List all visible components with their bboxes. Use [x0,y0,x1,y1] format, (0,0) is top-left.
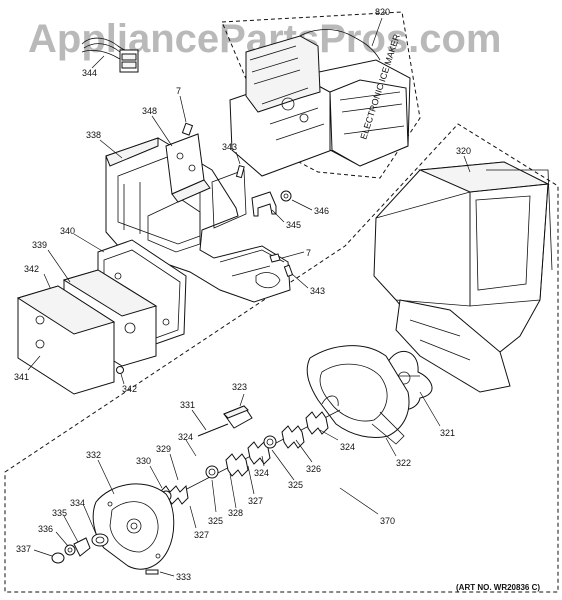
callout-331: 331 [180,400,195,410]
leader-348 [151,115,173,147]
leader-329 [169,453,179,481]
callout-336: 336 [38,524,53,534]
callout-7b: 7 [306,248,311,258]
leader-326 [295,439,313,463]
callout-320: 320 [456,146,471,156]
dispenser-group-outline [4,123,559,593]
leader-320 [463,155,471,173]
electronic-ice-maker[interactable]: ELECTRONIC ICE MAKER [229,29,411,177]
leader-324c [319,429,339,441]
leader-332 [97,459,115,495]
leader-342b [120,373,125,385]
leader-324a [185,439,197,457]
small-bracket[interactable] [251,191,277,217]
callout-324b: 324 [254,468,269,478]
screw-333[interactable] [145,569,159,575]
leader-370 [339,487,379,515]
nut[interactable] [280,190,292,202]
leader-323 [239,393,245,407]
clip-lower[interactable] [283,264,294,278]
screw-lower[interactable] [269,253,281,263]
callout-338: 338 [86,130,101,140]
leader-337 [33,549,53,557]
motor-mount-plate[interactable] [92,483,175,570]
solenoid[interactable] [223,405,253,429]
screw-top[interactable] [181,122,194,136]
leader-345 [271,209,285,223]
art-number: (ART NO. WR20836 C) [456,583,540,592]
leader-344 [91,55,105,69]
leader-343a [235,151,241,165]
callout-323: 323 [232,382,247,392]
hex-nut[interactable] [64,544,76,556]
leader-331 [191,409,207,431]
callout-344: 344 [82,68,97,78]
leader-328 [229,473,237,509]
callout-345: 345 [286,220,301,230]
leader-327a [189,505,197,529]
leader-325a [211,479,217,513]
callout-342a: 342 [24,264,39,274]
callout-343a: 343 [222,142,237,152]
bushing[interactable] [73,537,91,557]
leader-324b [261,455,265,467]
leader-335 [63,515,79,543]
callout-330: 330 [136,456,151,466]
leader-321 [419,391,441,427]
leader-325b [271,449,295,481]
callout-324c: 324 [340,442,355,452]
callout-342b: 342 [122,384,137,394]
callout-820: 820 [375,7,390,17]
actuator-rod[interactable] [197,423,229,437]
leader-338 [99,139,123,159]
dispenser-cover[interactable] [16,285,116,395]
clip-upper[interactable] [235,165,245,179]
callout-329: 329 [156,444,171,454]
callout-327a: 327 [194,530,209,540]
callout-348: 348 [142,106,157,116]
leader-346 [291,199,313,211]
callout-322: 322 [396,458,411,468]
callout-327b: 327 [248,496,263,506]
callout-7a: 7 [176,86,181,96]
leader-327b [247,465,255,495]
leader-340 [73,233,105,253]
callout-341: 341 [14,372,29,382]
callout-339: 339 [32,240,47,250]
auger-housing[interactable] [306,345,410,445]
callout-337: 337 [16,544,31,554]
callout-346: 346 [314,206,329,216]
wire-harness[interactable] [81,37,139,73]
callout-325a: 325 [208,516,223,526]
leader-343b [291,273,309,289]
screw-342-lower[interactable] [116,366,124,374]
leader-333 [159,571,175,577]
callout-334: 334 [70,498,85,508]
end-cap[interactable] [51,552,65,564]
leader-330 [149,465,163,489]
callout-335: 335 [52,508,67,518]
callout-324a: 324 [178,432,193,442]
callout-325b: 325 [288,480,303,490]
ice-bucket[interactable] [373,161,553,393]
callout-343b: 343 [310,286,325,296]
callout-321: 321 [440,428,455,438]
washer[interactable] [91,533,109,547]
leader-7b [281,251,305,259]
callout-328: 328 [228,508,243,518]
mounting-plate[interactable] [165,133,211,203]
callout-333: 333 [176,572,191,582]
leader-336 [55,531,69,547]
leader-7a [179,95,187,123]
leader-341 [27,355,41,371]
callout-340: 340 [60,226,75,236]
callout-332: 332 [86,450,101,460]
leader-322 [385,437,397,457]
callout-370: 370 [380,516,395,526]
leader-334 [83,505,97,535]
leader-339 [47,249,71,283]
leader-820 [371,17,383,47]
callout-326: 326 [306,464,321,474]
